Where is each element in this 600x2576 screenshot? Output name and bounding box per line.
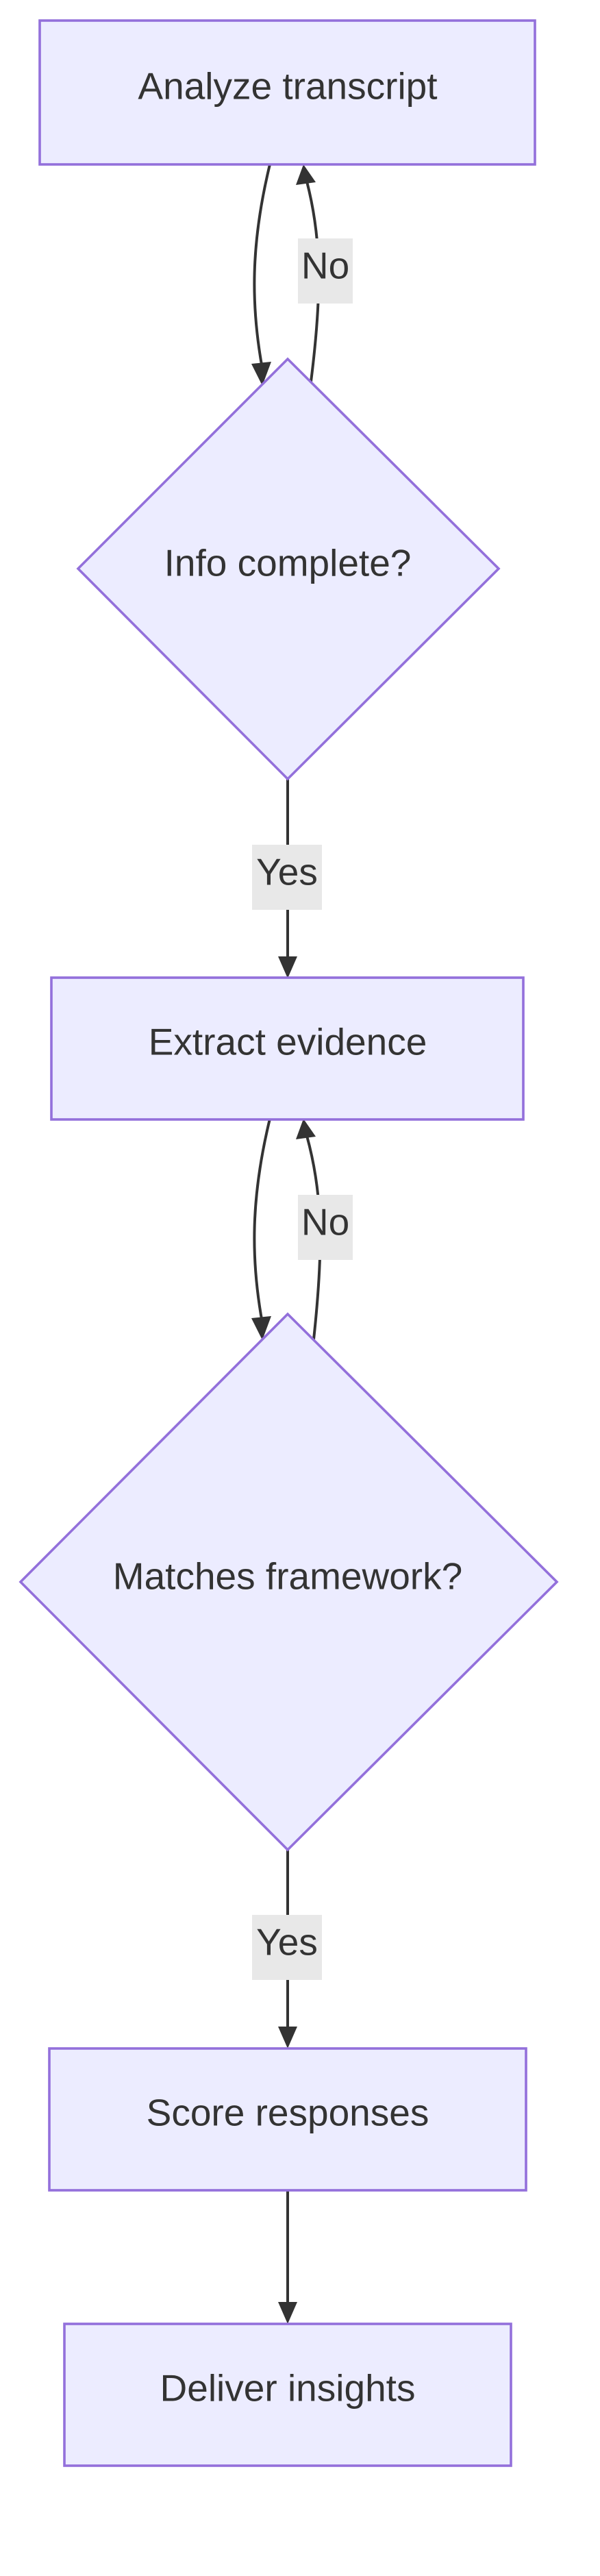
edge-framework-yes-arrowhead bbox=[278, 2027, 297, 2048]
node-analyze-transcript: Analyze transcript bbox=[38, 19, 536, 166]
edge-framework-no-arrowhead bbox=[296, 1119, 316, 1139]
node-info-complete: Info complete? bbox=[76, 357, 501, 781]
edge-label-info-yes: Yes bbox=[252, 845, 322, 910]
node-score-responses-box bbox=[48, 2047, 527, 2192]
edge-label-framework-no-bg bbox=[298, 1195, 353, 1260]
edge-labels: No Yes No Yes bbox=[252, 238, 353, 1980]
node-info-complete-label: Info complete? bbox=[164, 542, 412, 584]
edge-extract-to-framework-arrowhead bbox=[251, 1316, 271, 1340]
edge-label-info-no-text: No bbox=[301, 245, 349, 287]
edge-label-framework-no: No bbox=[298, 1195, 353, 1260]
edge-label-framework-yes: Yes bbox=[252, 1915, 322, 1980]
edge-analyze-to-info-arrowhead bbox=[251, 362, 271, 386]
node-matches-framework: Matches framework? bbox=[18, 1312, 559, 1852]
node-analyze-transcript-label: Analyze transcript bbox=[138, 65, 437, 108]
edge-label-framework-yes-text: Yes bbox=[256, 1921, 318, 1964]
node-deliver-insights: Deliver insights bbox=[63, 2323, 512, 2467]
node-extract-evidence-label: Extract evidence bbox=[149, 1021, 427, 1063]
edge-label-info-yes-bg bbox=[252, 845, 322, 910]
node-matches-framework-diamond bbox=[18, 1312, 559, 1852]
node-extract-evidence: Extract evidence bbox=[50, 976, 525, 1121]
node-deliver-insights-box bbox=[63, 2323, 512, 2467]
nodes: Analyze transcript Info complete? Extrac… bbox=[18, 19, 559, 2467]
edge-analyze-to-info bbox=[253, 164, 271, 369]
node-score-responses: Score responses bbox=[48, 2047, 527, 2192]
edge-label-info-yes-text: Yes bbox=[256, 851, 318, 893]
node-extract-evidence-box bbox=[50, 976, 525, 1121]
edge-label-info-no-bg bbox=[298, 238, 353, 304]
node-analyze-transcript-box bbox=[38, 19, 536, 166]
edge-label-framework-yes-bg bbox=[252, 1915, 322, 1980]
edge-label-framework-no-text: No bbox=[301, 1201, 349, 1243]
edge-info-yes-arrowhead bbox=[278, 956, 297, 978]
node-deliver-insights-label: Deliver insights bbox=[160, 2367, 416, 2410]
node-score-responses-label: Score responses bbox=[147, 2092, 429, 2134]
edge-label-info-no: No bbox=[298, 238, 353, 304]
edge-extract-to-framework bbox=[253, 1118, 271, 1324]
node-matches-framework-label: Matches framework? bbox=[113, 1555, 462, 1598]
edge-info-no-arrowhead bbox=[296, 164, 316, 185]
edge-score-to-deliver-arrowhead bbox=[278, 2302, 297, 2324]
node-info-complete-diamond bbox=[76, 357, 501, 781]
